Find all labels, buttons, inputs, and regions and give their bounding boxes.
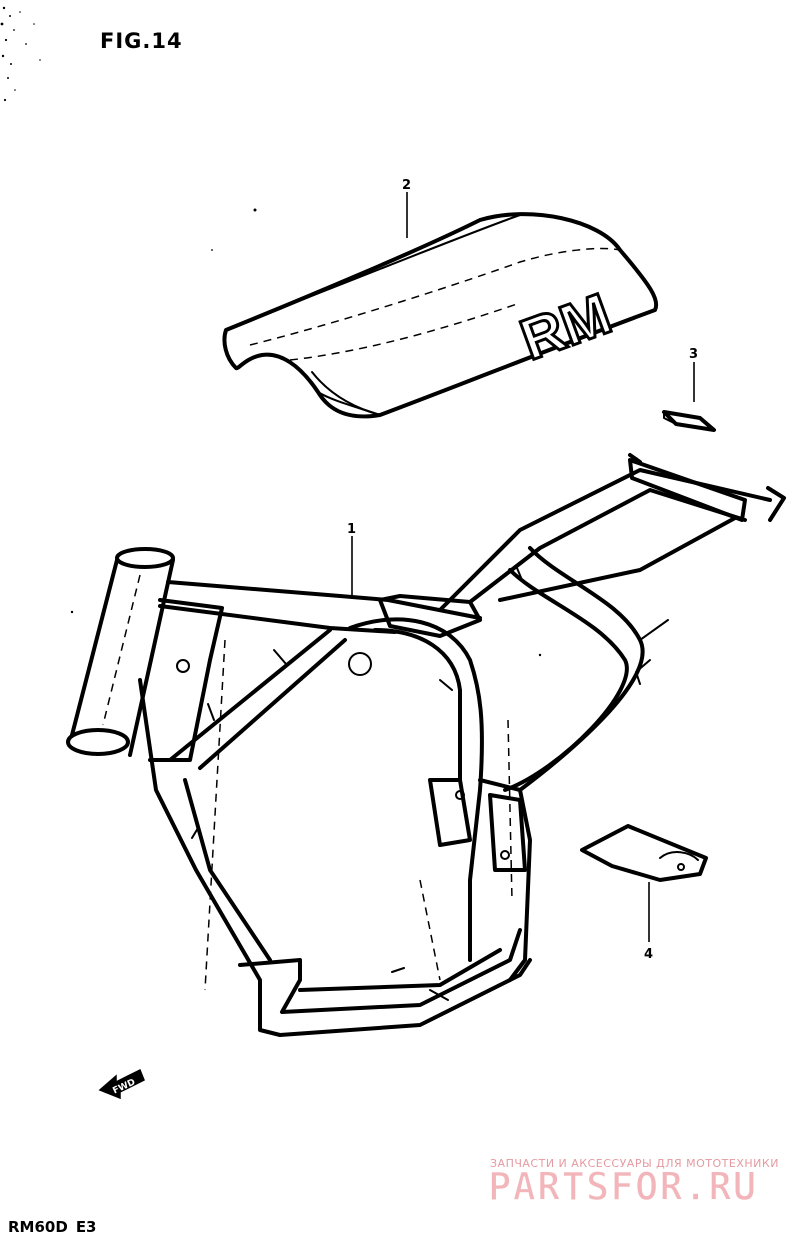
frame-drawing <box>66 453 786 1037</box>
leader-lines <box>351 192 695 942</box>
figure-title: FIG.14 <box>100 29 183 53</box>
watermark-tagline: ЗАПЧАСТИ И АКСЕССУАРЫ ДЛЯ МОТОТЕХНИКИ <box>490 1157 779 1170</box>
model-name: RM60D <box>8 1218 68 1236</box>
watermark: ЗАПЧАСТИ И АКСЕССУАРЫ ДЛЯ МОТОТЕХНИКИ PA… <box>487 1157 779 1211</box>
seat-clip-drawing <box>662 410 716 432</box>
model-code: RM60D E3 <box>8 1218 97 1236</box>
arrow-left-icon <box>98 1068 145 1100</box>
model-region: E3 <box>76 1218 97 1236</box>
callout-number-4: 4 <box>644 947 653 962</box>
callout-number-3: 3 <box>689 347 698 362</box>
scan-noise <box>0 6 542 657</box>
direction-marker: FWD <box>98 1068 145 1100</box>
seat-drawing: RM <box>222 212 659 419</box>
callout-number-1: 1 <box>347 522 356 537</box>
side-cover-drawing <box>580 824 708 882</box>
callout-number-2: 2 <box>402 178 411 193</box>
watermark-brand: PARTSFOR.RU <box>488 1165 757 1210</box>
